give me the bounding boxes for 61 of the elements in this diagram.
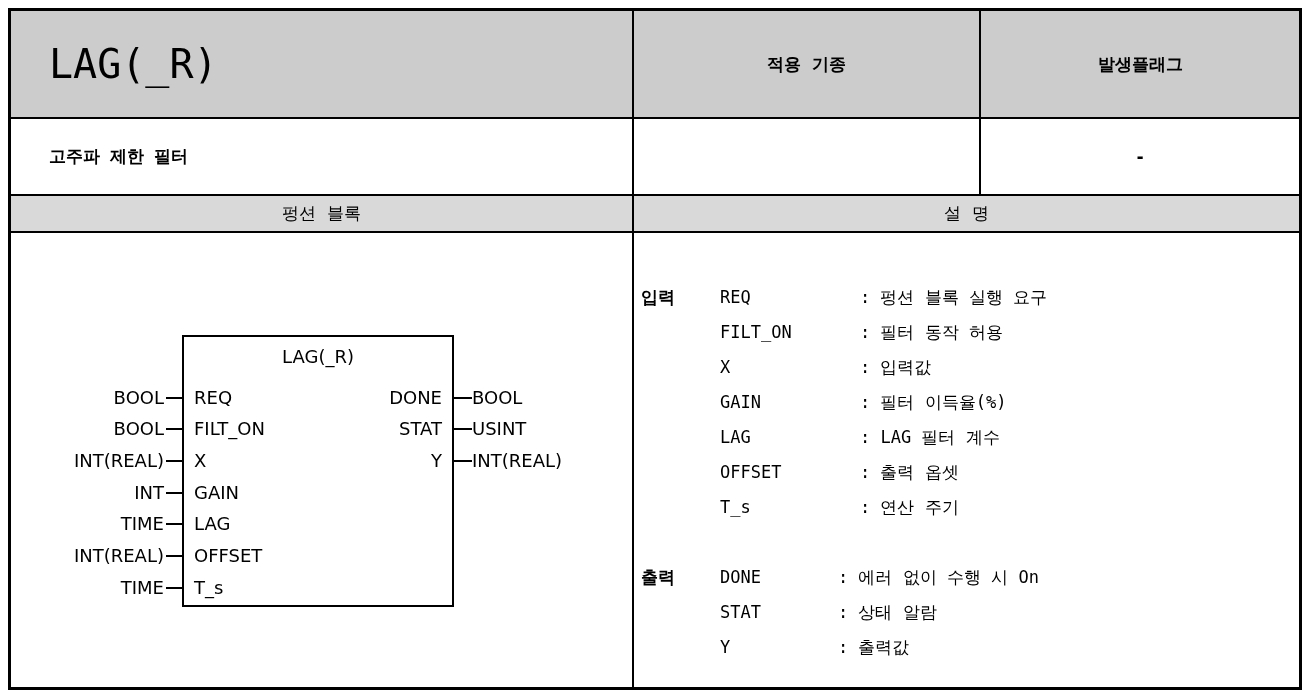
pin-line bbox=[165, 587, 185, 589]
pin-label: X bbox=[184, 449, 207, 473]
pin-label: GAIN bbox=[184, 481, 240, 505]
parameter-description: : 필터 동작 허용 bbox=[860, 321, 1003, 343]
data-type-label: BOOL bbox=[472, 386, 523, 410]
data-type-label: INT(REAL) bbox=[73, 449, 164, 473]
pin-line bbox=[165, 523, 185, 525]
parameter-description: : 필터 이득율(%) bbox=[860, 391, 1007, 413]
data-type-label: BOOL bbox=[113, 386, 164, 410]
data-type-label: TIME bbox=[120, 576, 164, 600]
pin-line bbox=[165, 460, 185, 462]
data-type-label: INT(REAL) bbox=[472, 449, 563, 473]
parameter-name: X bbox=[720, 356, 731, 378]
pin-label: STAT bbox=[399, 417, 452, 441]
parameter-description: : 출력값 bbox=[838, 636, 910, 658]
parameter-name: STAT bbox=[720, 601, 761, 623]
parameter-description: : 출력 옵셋 bbox=[860, 461, 959, 483]
parameter-name: Y bbox=[720, 636, 731, 658]
pin-label: FILT_ON bbox=[184, 417, 265, 441]
parameter-name: REQ bbox=[720, 286, 751, 308]
column-header: 설 명 bbox=[634, 196, 1299, 231]
pin-label: Y bbox=[431, 449, 452, 473]
pin-line bbox=[453, 428, 473, 430]
data-type-label: BOOL bbox=[113, 417, 164, 441]
pin-line bbox=[165, 428, 185, 430]
pin-label: LAG bbox=[184, 512, 231, 536]
section-label: 출력 bbox=[641, 566, 675, 588]
parameter-description: : 상태 알람 bbox=[838, 601, 937, 623]
block-title: LAG(_R) bbox=[281, 345, 355, 369]
column-header: 펑션 블록 bbox=[11, 196, 632, 231]
parameter-name: FILT_ON bbox=[720, 321, 792, 343]
pin-label: REQ bbox=[184, 386, 233, 410]
data-type-label: USINT bbox=[472, 417, 527, 441]
data-type-label: INT(REAL) bbox=[73, 544, 164, 568]
parameter-description: : 에러 없이 수행 시 On bbox=[838, 566, 1039, 588]
parameter-name: T_s bbox=[720, 496, 751, 518]
pin-label: OFFSET bbox=[184, 544, 263, 568]
parameter-name: GAIN bbox=[720, 391, 761, 413]
parameter-description: : 연산 주기 bbox=[860, 496, 959, 518]
parameter-description: : 입력값 bbox=[860, 356, 932, 378]
function-block bbox=[182, 335, 454, 607]
header-cell: 발생플래그 bbox=[981, 11, 1299, 117]
parameter-description: : LAG 필터 계수 bbox=[860, 426, 1000, 448]
parameter-name: LAG bbox=[720, 426, 751, 448]
flag-value: - bbox=[1133, 145, 1147, 169]
pin-line bbox=[165, 555, 185, 557]
function-name: 고주파 제한 필터 bbox=[48, 145, 190, 168]
pin-line bbox=[453, 397, 473, 399]
data-type-label: INT bbox=[134, 481, 164, 505]
pin-line bbox=[165, 492, 185, 494]
parameter-name: DONE bbox=[720, 566, 761, 588]
pin-line bbox=[453, 460, 473, 462]
header-cell: 적용 기종 bbox=[634, 11, 979, 117]
pin-label: DONE bbox=[389, 386, 452, 410]
pin-label: T_s bbox=[184, 576, 224, 600]
pin-line bbox=[165, 397, 185, 399]
data-type-label: TIME bbox=[120, 512, 164, 536]
parameter-name: OFFSET bbox=[720, 461, 782, 483]
section-label: 입력 bbox=[641, 286, 675, 308]
parameter-description: : 펑션 블록 실행 요구 bbox=[860, 286, 1048, 308]
title-cell: LAG(_R) bbox=[11, 11, 632, 117]
